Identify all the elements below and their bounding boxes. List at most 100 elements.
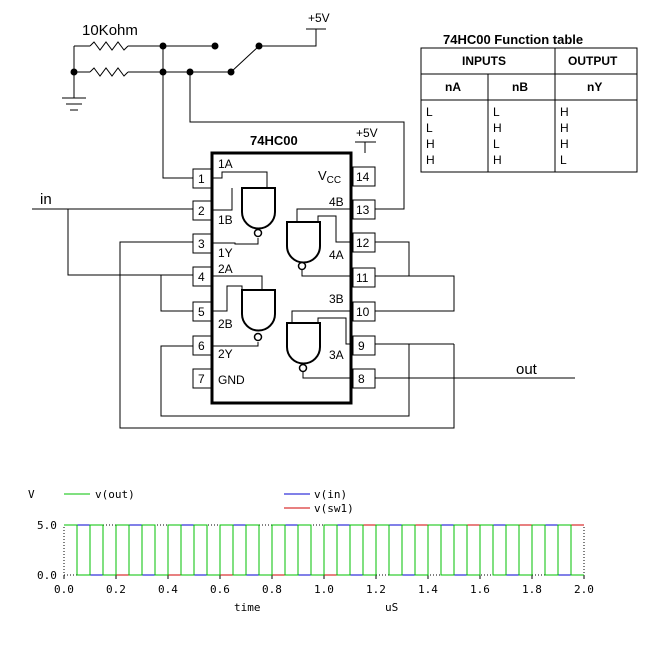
x-tick-label: 1.8 [522,583,542,596]
trace-v-out [64,524,584,576]
svg-text:v(sw1): v(sw1) [314,502,354,515]
legend-v-in: v(in) [284,488,347,501]
col-nb: nB [512,80,528,94]
svg-text:5: 5 [198,305,205,319]
svg-text:8: 8 [358,372,365,386]
svg-text:7: 7 [198,372,205,386]
y-tick-0: 0.0 [37,569,57,582]
pin-name-3a: 3A [329,348,344,362]
nand-gate-1 [241,187,276,238]
resistor-2 [89,67,129,77]
svg-text:H: H [493,153,502,167]
svg-text:L: L [493,105,500,119]
switch-sw1 [159,28,326,76]
svg-text:2: 2 [198,204,205,218]
pin-12: 12 [352,232,376,253]
chip-74hc00: 74HC00 1 2 3 4 5 6 7 14 13 12 11 10 9 8 … [192,133,376,405]
input-label: in [40,191,52,208]
x-axis-ticks: 0.0 0.2 0.4 0.6 0.8 1.0 1.2 1.4 1.6 1.8 2.0 [54,575,594,596]
pin-1: 1 [192,168,213,189]
x-tick-label: 2.0 [574,583,594,596]
x-tick-label: 0.6 [210,583,230,596]
pin-name-vcc: VCC [318,168,341,186]
y-tick-5: 5.0 [37,519,57,532]
pin-name-4a: 4A [329,248,344,262]
x-tick-label: 0.0 [54,583,74,596]
svg-text:H: H [426,153,435,167]
pin-13: 13 [352,199,376,220]
nand-gate-3 [286,322,321,373]
pin-8: 8 [352,368,376,389]
svg-text:13: 13 [356,203,370,217]
col-na: nA [445,80,461,94]
nand-gate-2 [241,289,276,342]
svg-text:3: 3 [198,237,205,251]
x-tick-label: 1.2 [366,583,386,596]
output-label: out [516,361,538,378]
svg-text:4: 4 [198,270,205,284]
svg-text:H: H [493,121,502,135]
table-row-3: H L H [426,137,569,151]
svg-text:6: 6 [198,339,205,353]
traces [64,524,584,576]
x-tick-label: 1.0 [314,583,334,596]
pin-14: 14 [352,166,376,187]
table-row-1: L L H [426,105,569,119]
ground-symbol [62,97,86,111]
pin-6: 6 [192,335,213,356]
svg-text:10: 10 [356,305,370,319]
pin-name-1a: 1A [218,157,233,171]
svg-text:9: 9 [358,339,365,353]
pin-11: 11 [352,267,376,288]
header-output: OUTPUT [568,54,618,68]
pin-2: 2 [192,200,213,221]
x-unit-label: uS [385,601,398,614]
svg-text:L: L [426,105,433,119]
header-inputs: INPUTS [462,54,506,68]
pin-4: 4 [192,266,213,287]
svg-text:H: H [560,137,569,151]
pin-name-2b: 2B [218,317,233,331]
supply-label-chip: +5V [356,126,378,140]
x-tick-label: 0.2 [106,583,126,596]
x-tick-label: 1.6 [470,583,490,596]
pin-name-3b: 3B [329,292,344,306]
svg-text:v(in): v(in) [314,488,347,501]
x-tick-label: 0.8 [262,583,282,596]
col-ny: nY [587,80,602,94]
table-row-2: L H H [426,121,569,135]
function-table-title: 74HC00 Function table [443,32,583,47]
svg-text:12: 12 [356,236,370,250]
y-unit-label: V [28,488,35,501]
resistor-network: 10Kohm +5V [62,11,330,111]
x-tick-label: 1.4 [418,583,438,596]
pin-3: 3 [192,233,213,254]
pin-name-gnd: GND [218,373,245,387]
svg-text:11: 11 [356,271,369,285]
svg-text:H: H [560,121,569,135]
svg-text:H: H [560,105,569,119]
supply-label-top: +5V [308,11,330,25]
chip-name: 74HC00 [250,133,298,148]
svg-text:L: L [560,153,567,167]
svg-text:H: H [426,137,435,151]
table-row-4: H H L [426,153,567,167]
svg-text:1: 1 [198,172,205,186]
legend-v-sw1: v(sw1) [284,502,354,515]
pin-9: 9 [352,335,376,356]
svg-text:L: L [426,121,433,135]
svg-text:14: 14 [356,170,370,184]
pin-name-2a: 2A [218,262,233,276]
nand-gate-4 [286,221,321,271]
pin-name-4b: 4B [329,195,344,209]
svg-text:v(out): v(out) [95,488,135,501]
x-axis-label: time [234,601,261,614]
x-tick-label: 0.4 [158,583,178,596]
function-table: 74HC00 Function table INPUTS OUTPUT nA n… [420,32,638,173]
pin-name-1b: 1B [218,213,233,227]
pin-7: 7 [192,368,213,389]
pin-name-2y: 2Y [218,347,233,361]
resistor-1 [89,41,129,51]
